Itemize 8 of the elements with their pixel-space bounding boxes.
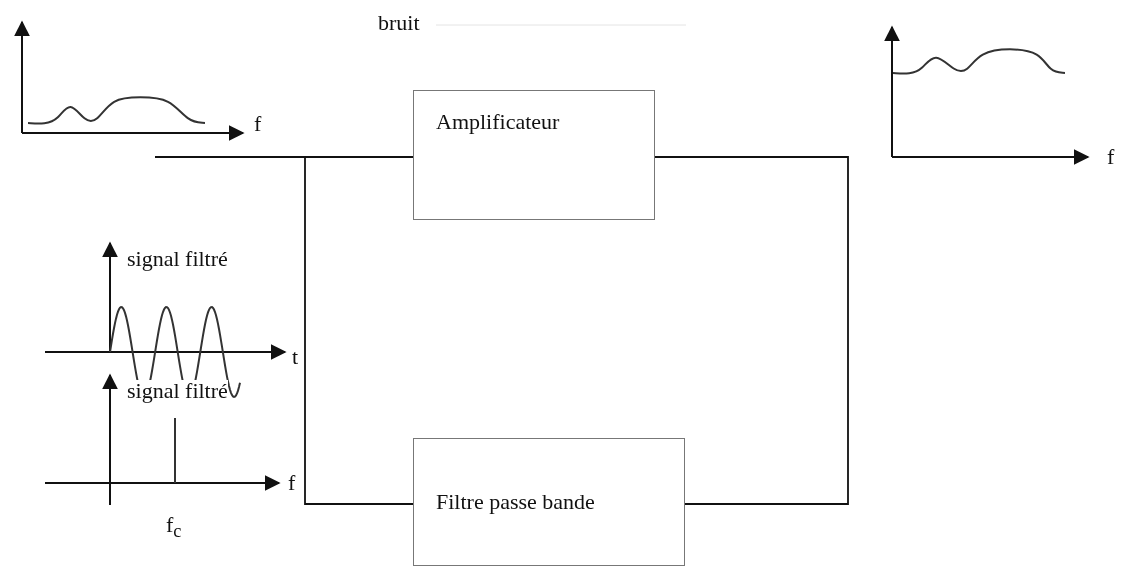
connector-line [154, 156, 414, 505]
box-label: Filtre passe bande [436, 489, 595, 515]
plot-title: signal filtré [127, 380, 228, 402]
connector-line [654, 156, 849, 505]
process-box [413, 90, 655, 220]
box-label: Amplificateur [436, 109, 560, 135]
plot-title: signal filtré [127, 248, 228, 270]
process-box [413, 438, 685, 566]
